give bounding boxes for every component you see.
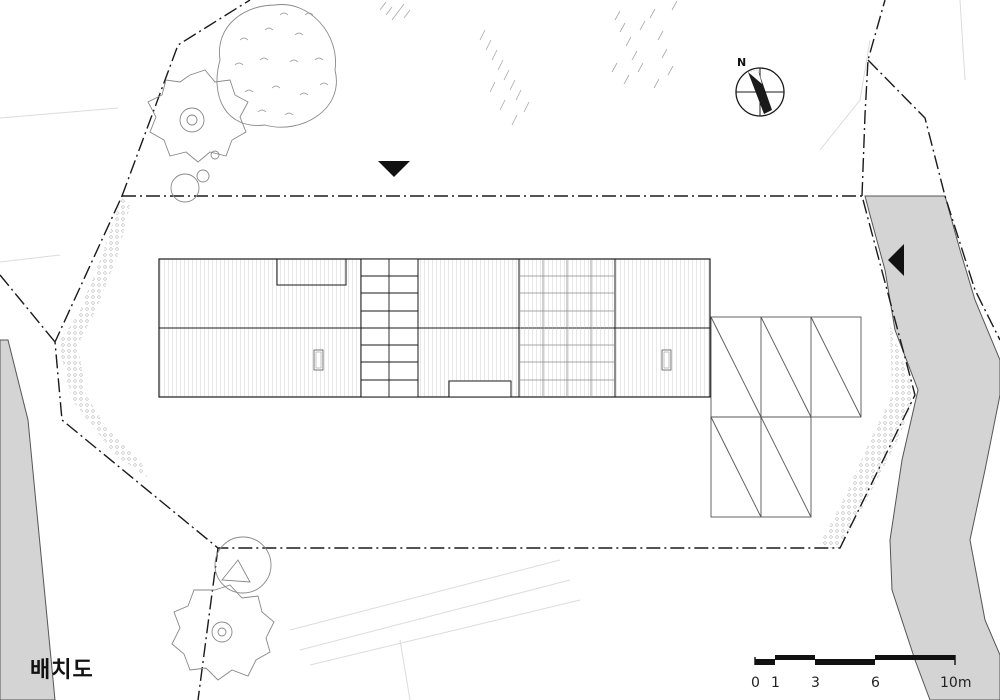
tree-large-north [216, 4, 337, 128]
scale-tick-3: 3 [811, 675, 820, 691]
road-left [0, 339, 56, 700]
drawing-title: 배치도 [30, 658, 94, 683]
north-label: N [737, 56, 746, 69]
building-roof [158, 258, 711, 398]
scale-tick-0: 0 [751, 675, 760, 691]
tree-southwest [171, 536, 275, 681]
gravel-strip-east [818, 325, 915, 548]
scale-tick-6: 6 [871, 675, 880, 691]
context-lines [0, 0, 966, 700]
north-arrow-icon: N [735, 56, 785, 117]
gravel-strip-west [58, 196, 148, 478]
scale-bar: 0 1 3 6 10m [751, 655, 971, 691]
scale-tick-1: 1 [771, 675, 780, 691]
section-marker-north [378, 161, 410, 177]
grass-hatching [379, 0, 678, 126]
parking-stalls [710, 316, 862, 518]
tree-cluster-northwest [147, 69, 249, 203]
section-marker-east [888, 244, 904, 276]
scale-tick-10m: 10m [940, 675, 971, 691]
